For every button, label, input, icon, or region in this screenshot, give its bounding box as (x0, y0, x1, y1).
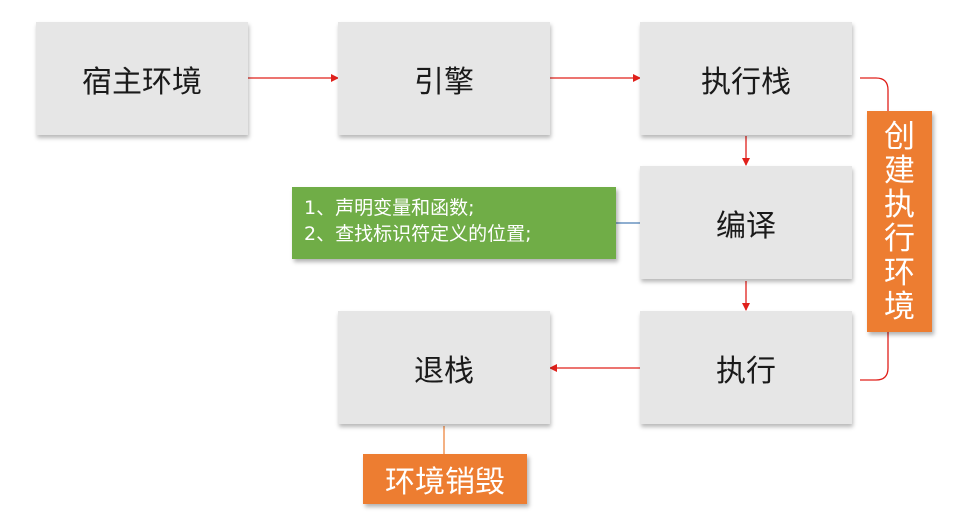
create-context-char: 创 (884, 118, 915, 155)
compile-step-2: 2、查找标识符定义的位置; (304, 223, 532, 245)
environment-destroy-tag: 环境销毁 (363, 454, 527, 504)
compile-box: 编译 (640, 166, 852, 279)
execute-label: 执行 (716, 353, 776, 389)
execution-stack-box: 执行栈 (640, 22, 852, 135)
execution-stack-label: 执行栈 (701, 64, 791, 100)
engine-label: 引擎 (414, 64, 474, 100)
compile-steps-note: 1、声明变量和函数; 2、查找标识符定义的位置; (292, 187, 616, 259)
create-context-char: 境 (884, 288, 915, 325)
create-context-char: 环 (884, 254, 915, 291)
create-context-char: 建 (884, 152, 915, 189)
host-environment-box: 宿主环境 (36, 22, 248, 135)
compile-step-1: 1、声明变量和函数; (304, 197, 475, 219)
compile-label: 编译 (716, 208, 776, 244)
create-context-char: 行 (884, 220, 915, 257)
pop-stack-box: 退栈 (338, 311, 550, 424)
create-execution-context-tag: 创 建 执 行 环 境 (867, 111, 932, 332)
host-environment-label: 宿主环境 (82, 64, 202, 100)
pop-stack-label: 退栈 (414, 353, 474, 389)
create-context-char: 执 (884, 186, 915, 223)
environment-destroy-label: 环境销毁 (385, 465, 505, 500)
execute-box: 执行 (640, 311, 852, 424)
engine-box: 引擎 (338, 22, 550, 135)
